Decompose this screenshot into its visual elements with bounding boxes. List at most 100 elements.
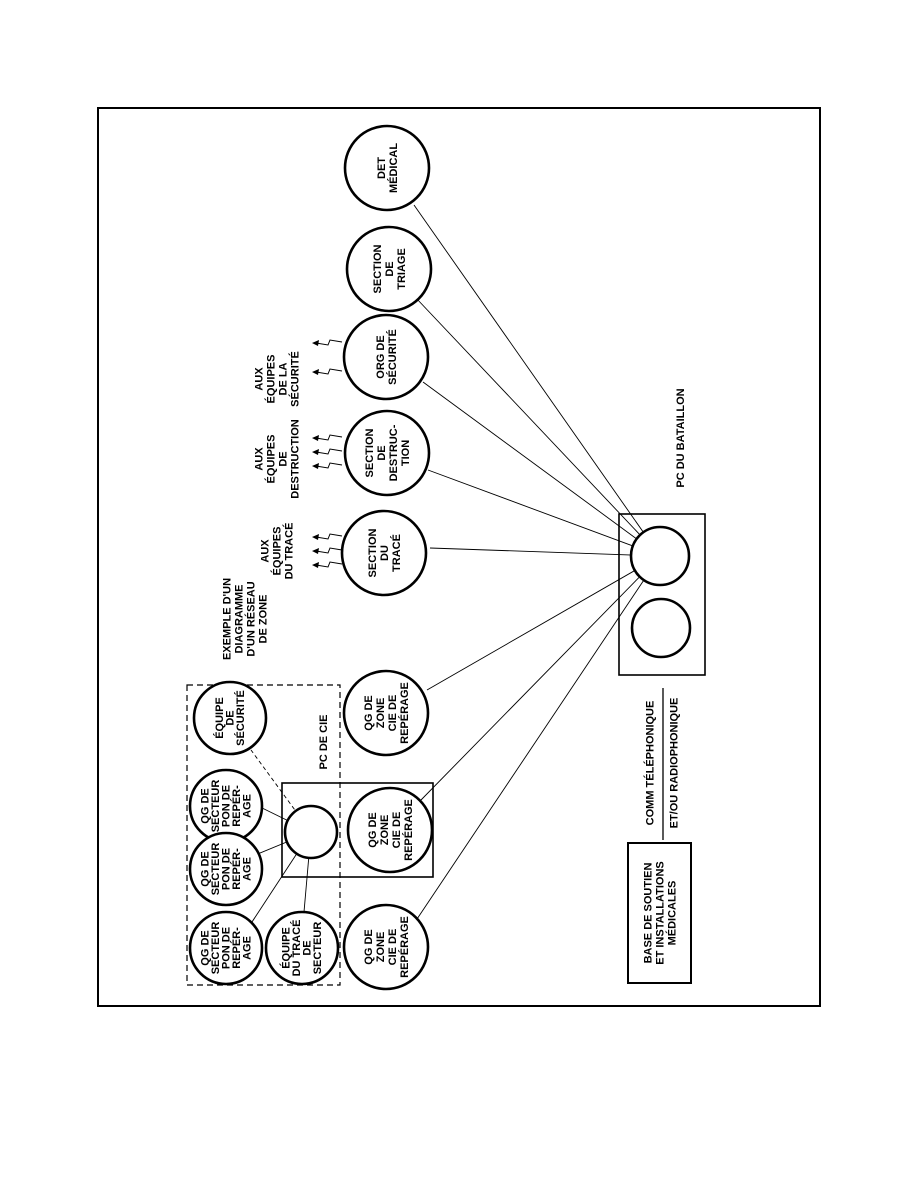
section-triage-node-label-line: DE	[384, 261, 396, 276]
lightning-arrows	[312, 339, 343, 568]
qg-zone-repérage-b-node-label-line: REPÉRAGE	[402, 799, 415, 861]
det-medical-node-circle	[343, 124, 431, 212]
qg-secteur-3-node-label-line: AGE	[241, 936, 253, 960]
qg-secteur-1-node-label-line: AGE	[241, 794, 253, 818]
aux-securite-label-line: AUX	[254, 367, 266, 391]
qg-secteur-2-node-label-line: QG DE	[199, 851, 211, 886]
qg-secteur-2-node-label-line: REPÉR-	[230, 848, 243, 890]
qg-secteur-2-node-label-line: AGE	[241, 857, 253, 881]
link-to-bataillon	[422, 381, 661, 557]
link-to-bataillon	[429, 547, 661, 557]
base-soutien-label-line: ET INSTALLATIONS	[655, 861, 667, 964]
exemple-diagramme-label-line: EXEMPLE D'UN	[222, 578, 234, 660]
section-destruction-node-label-line: SECTION	[364, 429, 376, 478]
equipe-trace-secteur-node-circle	[264, 910, 340, 986]
section-triage-node-label-line: SECTION	[372, 245, 384, 294]
qg-zone-repérage-b-node-label-line: ZONE	[379, 815, 391, 846]
equipe-trace-secteur-node-label-line: DU TRACÉ	[290, 920, 303, 977]
qg-secteur-3-node-circle	[188, 910, 264, 986]
equipe-trace-secteur-node-label-line: SECTEUR	[312, 922, 324, 975]
equipe-securite-node-label-line: SÉCURITÉ	[234, 690, 247, 746]
section-triage-node-circle	[345, 225, 433, 313]
det-medical-node-label-line: DET	[376, 157, 388, 179]
section-triage-node-label-line: TRIAGE	[396, 248, 408, 290]
pc-bataillon-circle-1	[629, 525, 691, 587]
link-to-bataillon	[427, 469, 661, 557]
pc-bataillon-box	[618, 513, 706, 676]
link-to-bataillon	[415, 297, 661, 557]
exemple-diagramme-label-line: DE ZONE	[258, 595, 270, 644]
qg-zone-repérage-a-node-label-line: REPÉRAGE	[398, 682, 411, 744]
equipe-securite-node-label-line: DE	[224, 710, 236, 725]
qg-zone-repérage-a-node-label-line: CIE DE	[387, 695, 399, 732]
lightning-arrow-icon	[312, 448, 343, 455]
aux-destruction-label-line: DE	[278, 451, 290, 466]
section-trace-node-label-line: TRACÉ	[390, 534, 403, 572]
lightning-arrow-icon	[312, 462, 343, 469]
qg-zone-repérage-c-node-label-line: REPÉRAGE	[398, 916, 411, 978]
qg-zone-repérage-c-node-label-line: CIE DE	[387, 929, 399, 966]
aux-securite-label-line: DE LA	[278, 362, 290, 395]
exemple-diagramme-label-line: D'UN RÉSEAU	[245, 581, 258, 656]
pc-bataillon-label: PC DU BATAILLON	[675, 388, 687, 487]
aux-trace-label-line: AUX	[260, 539, 272, 563]
qg-zone-repérage-b-node-circle	[346, 786, 434, 874]
org-securite-node-circle	[342, 313, 430, 401]
qg-secteur-1-node-label-line: REPÉR-	[230, 785, 243, 827]
aux-destruction-label-line: DESTRUCTION	[290, 419, 302, 499]
section-trace-node-circle	[340, 509, 428, 597]
pc-cie-label-line: PC DE CIE	[318, 714, 330, 769]
section-destruction-node-label-line: DESTRUC-	[388, 424, 400, 481]
section-destruction-node-label-line: DE	[376, 445, 388, 460]
lightning-arrow-icon	[312, 561, 343, 568]
base-soutien-label-line: MÉDICALES	[666, 881, 679, 946]
section-destruction-node-circle	[343, 409, 431, 497]
pc-bataillon-circle-2	[630, 597, 692, 659]
equipe-securite-node-circle	[192, 680, 268, 756]
aux-securite-label-line: SÉCURITÉ	[289, 351, 302, 407]
link-to-bataillon	[413, 204, 661, 557]
base-soutien-label-line: BASE DE SOUTIEN	[643, 863, 655, 964]
qg-zone-repérage-a-node-label-line: QG DE	[363, 695, 375, 730]
det-medical-node-label-line: MÉDICAL	[387, 143, 400, 193]
link-to-bataillon	[426, 555, 661, 691]
section-trace-node-label-line: DU	[379, 545, 391, 561]
lightning-arrow-icon	[312, 547, 343, 554]
qg-zone-repérage-a-node-label-line: ZONE	[375, 698, 387, 729]
qg-zone-repérage-a-node-circle	[342, 669, 430, 757]
qg-secteur-3-node-label-line: SECTEUR	[210, 922, 222, 975]
qg-zone-repérage-b-node-label-line: QG DE	[367, 812, 379, 847]
qg-secteur-3-node-label-line: PON DE	[220, 927, 232, 969]
link-to-bataillon	[420, 555, 661, 801]
qg-secteur-1-node-label-line: SECTEUR	[210, 780, 222, 833]
section-trace-node-label-line: SECTION	[367, 529, 379, 578]
qg-secteur-2-node-label-line: SECTEUR	[210, 843, 222, 896]
aux-trace-label-line: DU TRACÉ	[283, 523, 296, 580]
exemple-diagramme-label-line: DIAGRAMME	[234, 584, 246, 653]
equipe-trace-secteur-node-label-line: ÉQUIPE	[280, 927, 293, 969]
comm-label-line: COMM TÉLÉPHONIQUE	[644, 701, 657, 826]
lightning-arrow-icon	[312, 368, 343, 375]
qg-zone-repérage-c-node-label-line: QG DE	[363, 929, 375, 964]
pc-cie-label: PC DE CIE	[318, 714, 330, 769]
qg-secteur-2-node-label-line: PON DE	[220, 848, 232, 890]
base-soutien-box	[627, 842, 692, 984]
lightning-arrow-icon	[312, 339, 343, 346]
